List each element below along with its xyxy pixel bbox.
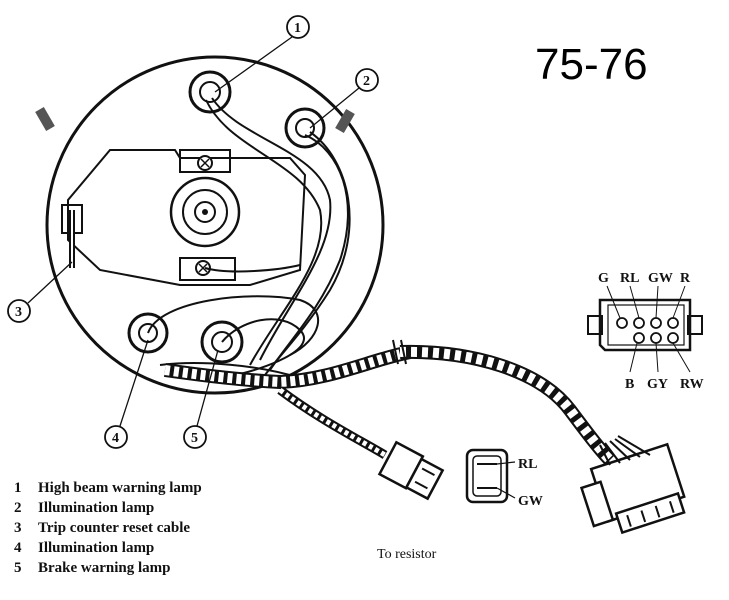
lamp-socket-2 — [284, 107, 326, 149]
pin-label-gy: GY — [647, 377, 668, 392]
center-shaft-core — [194, 201, 216, 223]
bracket-top — [179, 149, 231, 173]
legend-item: 3 Trip counter reset cable — [14, 518, 202, 538]
lamp-socket-5 — [200, 320, 244, 364]
pin-label-g: G — [598, 271, 609, 286]
legend-number: 1 — [14, 480, 22, 496]
housing-tab — [335, 108, 355, 134]
legend-number: 2 — [14, 500, 22, 516]
svg-text:3: 3 — [15, 305, 22, 320]
legend-number: 5 — [14, 560, 22, 576]
harness-bundle — [164, 345, 412, 390]
svg-text:5: 5 — [191, 431, 198, 446]
bracket-bottom — [179, 257, 236, 281]
housing-tab — [35, 106, 55, 132]
mounting-plate — [67, 149, 307, 286]
legend-text: High beam warning lamp — [38, 480, 202, 496]
trip-reset-cable — [61, 204, 83, 268]
callout-2: 2 — [309, 68, 379, 129]
pin-label-b: B — [625, 377, 634, 392]
connector-pin-face — [587, 285, 703, 373]
lamp-socket-1 — [188, 70, 232, 114]
main-harness — [399, 344, 616, 465]
harness-break — [392, 339, 399, 365]
svg-text:4: 4 — [112, 431, 119, 446]
resistor-plug-face — [465, 448, 516, 504]
pin-label-rl: RL — [620, 271, 639, 286]
legend-item: 4 Illumination lamp — [14, 538, 202, 558]
callout-1: 1 — [214, 15, 310, 93]
pin-label-r: R — [680, 271, 691, 286]
center-shaft-pin — [202, 209, 208, 215]
resistor-wires-wrap — [278, 387, 387, 458]
gauge-housing — [45, 55, 385, 395]
pin-label-gw: GW — [648, 271, 673, 286]
callout-5: 5 — [183, 349, 219, 449]
legend-text: Brake warning lamp — [38, 560, 171, 576]
resistor-caption: To resistor — [377, 547, 437, 562]
legend-item: 5 Brake warning lamp — [14, 558, 202, 578]
svg-text:1: 1 — [294, 21, 301, 36]
screw-top — [197, 155, 213, 171]
callout-4: 4 — [104, 339, 149, 449]
resistor-wires — [277, 386, 388, 459]
legend-text: Illumination lamp — [38, 500, 155, 516]
resistor-pin-rl: RL — [518, 457, 537, 472]
legend-item: 2 Illumination lamp — [14, 498, 202, 518]
internal-wires — [147, 97, 351, 379]
legend-text: Trip counter reset cable — [38, 520, 191, 536]
center-shaft-ring — [182, 189, 228, 235]
legend-text: Illumination lamp — [38, 540, 155, 556]
harness-break — [400, 339, 407, 365]
screw-bottom — [195, 260, 211, 276]
resistor-pin-gw: GW — [518, 494, 543, 509]
svg-text:2: 2 — [363, 74, 370, 89]
legend-number: 3 — [14, 520, 22, 536]
legend-item: 1 High beam warning lamp — [14, 478, 202, 498]
legend-number: 4 — [14, 540, 22, 556]
center-shaft — [169, 176, 241, 248]
pin-label-rw: RW — [680, 377, 704, 392]
main-connector — [579, 442, 686, 535]
main-harness-wrap — [399, 346, 614, 464]
year-range-title: 75-76 — [535, 40, 648, 89]
callout-3: 3 — [7, 261, 73, 323]
resistor-connector — [377, 440, 445, 501]
connector-fan-wires — [599, 435, 651, 466]
